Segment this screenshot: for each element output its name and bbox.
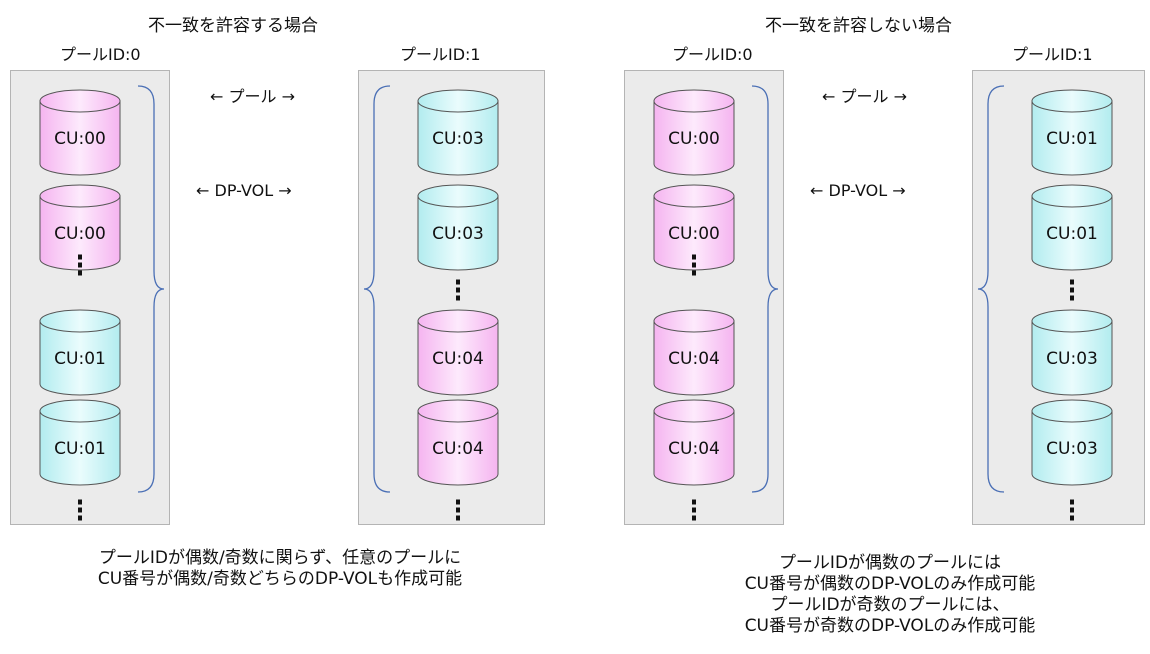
dp-vol-cylinder: CU:04 [653,399,735,486]
dp-vol-cylinder: CU:01 [1031,184,1113,271]
vertical-ellipsis-icon [1070,499,1074,521]
curly-brace [977,85,1005,493]
cylinder-top [39,89,121,113]
volume-cu-label: CU:00 [668,224,720,244]
panel-b-caption-line: プールIDが奇数のプールには、 [770,595,1010,615]
dp-vol-cylinder: CU:00 [653,89,735,176]
panel-a-pool-arrow-label: ← プール → [210,87,295,106]
cylinder-top [1031,89,1113,113]
volume-cu-label: CU:04 [432,349,484,369]
panel-a-pool1-label: プールID:1 [400,45,481,64]
vertical-ellipsis-icon [456,279,460,301]
dp-vol-cylinder: CU:03 [1031,309,1113,396]
vertical-ellipsis-icon [692,254,696,276]
panel-b-caption-line: プールIDが偶数のプールには [778,553,1002,573]
panel-b-caption: プールIDが偶数のプールには CU番号が偶数のDP-VOLのみ作成可能 プールI… [680,553,1100,637]
panel-b-caption-line: CU番号が偶数のDP-VOLのみ作成可能 [744,574,1036,594]
cylinder-top [39,184,121,208]
cylinder-top [39,309,121,333]
dp-vol-cylinder: CU:01 [39,309,121,396]
panel-b-pool0-label: プールID:0 [672,45,753,64]
curly-brace [137,85,165,493]
vertical-ellipsis-icon [456,499,460,521]
curly-brace [363,85,391,493]
volume-cu-label: CU:03 [1046,439,1098,459]
panel-b-dpvol-arrow-label: ← DP-VOL → [810,181,906,200]
panel-b-pool1-label: プールID:1 [1012,45,1093,64]
volume-cu-label: CU:04 [432,439,484,459]
vertical-ellipsis-icon [78,499,82,521]
volume-cu-label: CU:04 [668,439,720,459]
cylinder-top [417,89,499,113]
panel-b-pool-arrow-label: ← プール → [822,87,907,106]
panel-b-caption-line: CU番号が奇数のDP-VOLのみ作成可能 [744,616,1036,636]
vertical-ellipsis-icon [78,254,82,276]
dp-vol-cylinder: CU:03 [417,89,499,176]
cylinder-top [1031,184,1113,208]
panel-a-dpvol-arrow-label: ← DP-VOL → [196,181,292,200]
dp-vol-cylinder: CU:01 [39,399,121,486]
dp-vol-cylinder: CU:04 [417,309,499,396]
cylinder-top [1031,399,1113,423]
volume-cu-label: CU:03 [432,224,484,244]
volume-cu-label: CU:01 [54,439,106,459]
volume-cu-label: CU:03 [1046,349,1098,369]
cylinder-top [653,89,735,113]
dp-vol-cylinder: CU:00 [653,184,735,271]
dp-vol-cylinder: CU:03 [1031,399,1113,486]
volume-cu-label: CU:01 [54,349,106,369]
cylinder-top [653,309,735,333]
panel-b-title: 不一致を許容しない場合 [765,16,952,36]
dp-vol-cylinder: CU:03 [417,184,499,271]
volume-cu-label: CU:03 [432,129,484,149]
cylinder-top [653,184,735,208]
volume-cu-label: CU:01 [1046,129,1098,149]
volume-cu-label: CU:04 [668,349,720,369]
volume-cu-label: CU:01 [1046,224,1098,244]
panel-a-title: 不一致を許容する場合 [148,16,318,36]
panel-a-caption: プールIDが偶数/奇数に関らず、任意のプールに CU番号が偶数/奇数どちらのDP… [30,548,530,590]
panel-a-caption-line: CU番号が偶数/奇数どちらのDP-VOLも作成可能 [97,569,463,589]
dp-vol-cylinder: CU:01 [1031,89,1113,176]
volume-cu-label: CU:00 [668,129,720,149]
dp-vol-cylinder: CU:00 [39,89,121,176]
dp-vol-cylinder: CU:00 [39,184,121,271]
cylinder-top [39,399,121,423]
dp-vol-cylinder: CU:04 [653,309,735,396]
curly-brace [751,85,779,493]
vertical-ellipsis-icon [692,499,696,521]
cylinder-top [417,399,499,423]
cylinder-top [417,184,499,208]
dp-vol-cylinder: CU:04 [417,399,499,486]
panel-a-caption-line: プールIDが偶数/奇数に関らず、任意のプールに [98,548,462,568]
vertical-ellipsis-icon [1070,279,1074,301]
cylinder-top [1031,309,1113,333]
cylinder-top [653,399,735,423]
cylinder-top [417,309,499,333]
volume-cu-label: CU:00 [54,129,106,149]
panel-a-pool0-label: プールID:0 [60,45,141,64]
volume-cu-label: CU:00 [54,224,106,244]
